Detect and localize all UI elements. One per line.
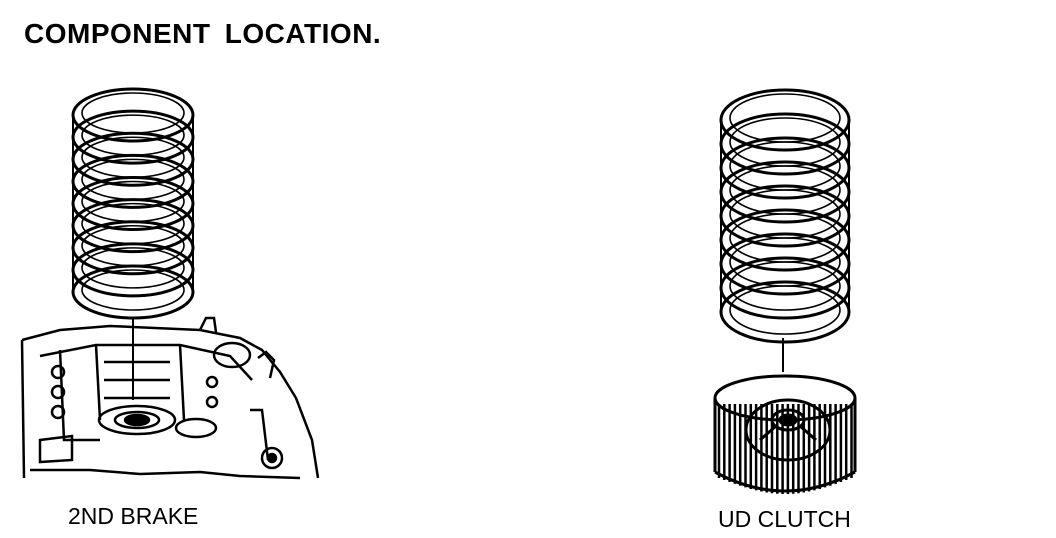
clutch-plate: [719, 88, 851, 152]
clutch-plate-inner: [729, 285, 841, 335]
brake-plate-inner: [81, 269, 185, 311]
brake-caption: 2ND BRAKE: [68, 503, 199, 529]
clutch-plate: [719, 256, 851, 320]
clutch-plate-inner: [729, 261, 841, 311]
clutch-caption: UD CLUTCH: [718, 506, 851, 532]
brake-plate-inner: [81, 247, 185, 289]
clutch-plate: [719, 232, 851, 296]
page-title: COMPONENT LOCATION.: [24, 18, 382, 49]
clutch-plate-stack: [719, 88, 851, 344]
clutch-plate: [719, 136, 851, 200]
brake-plate-inner: [81, 92, 185, 134]
brake-plate-stack: [71, 87, 195, 320]
clutch-plate: [719, 184, 851, 248]
clutch-plate: [719, 160, 851, 224]
clutch-plate: [719, 280, 851, 344]
clutch-drum: [713, 374, 857, 494]
transmission-case: [20, 316, 320, 480]
clutch-plate: [719, 208, 851, 272]
clutch-plate: [719, 112, 851, 176]
